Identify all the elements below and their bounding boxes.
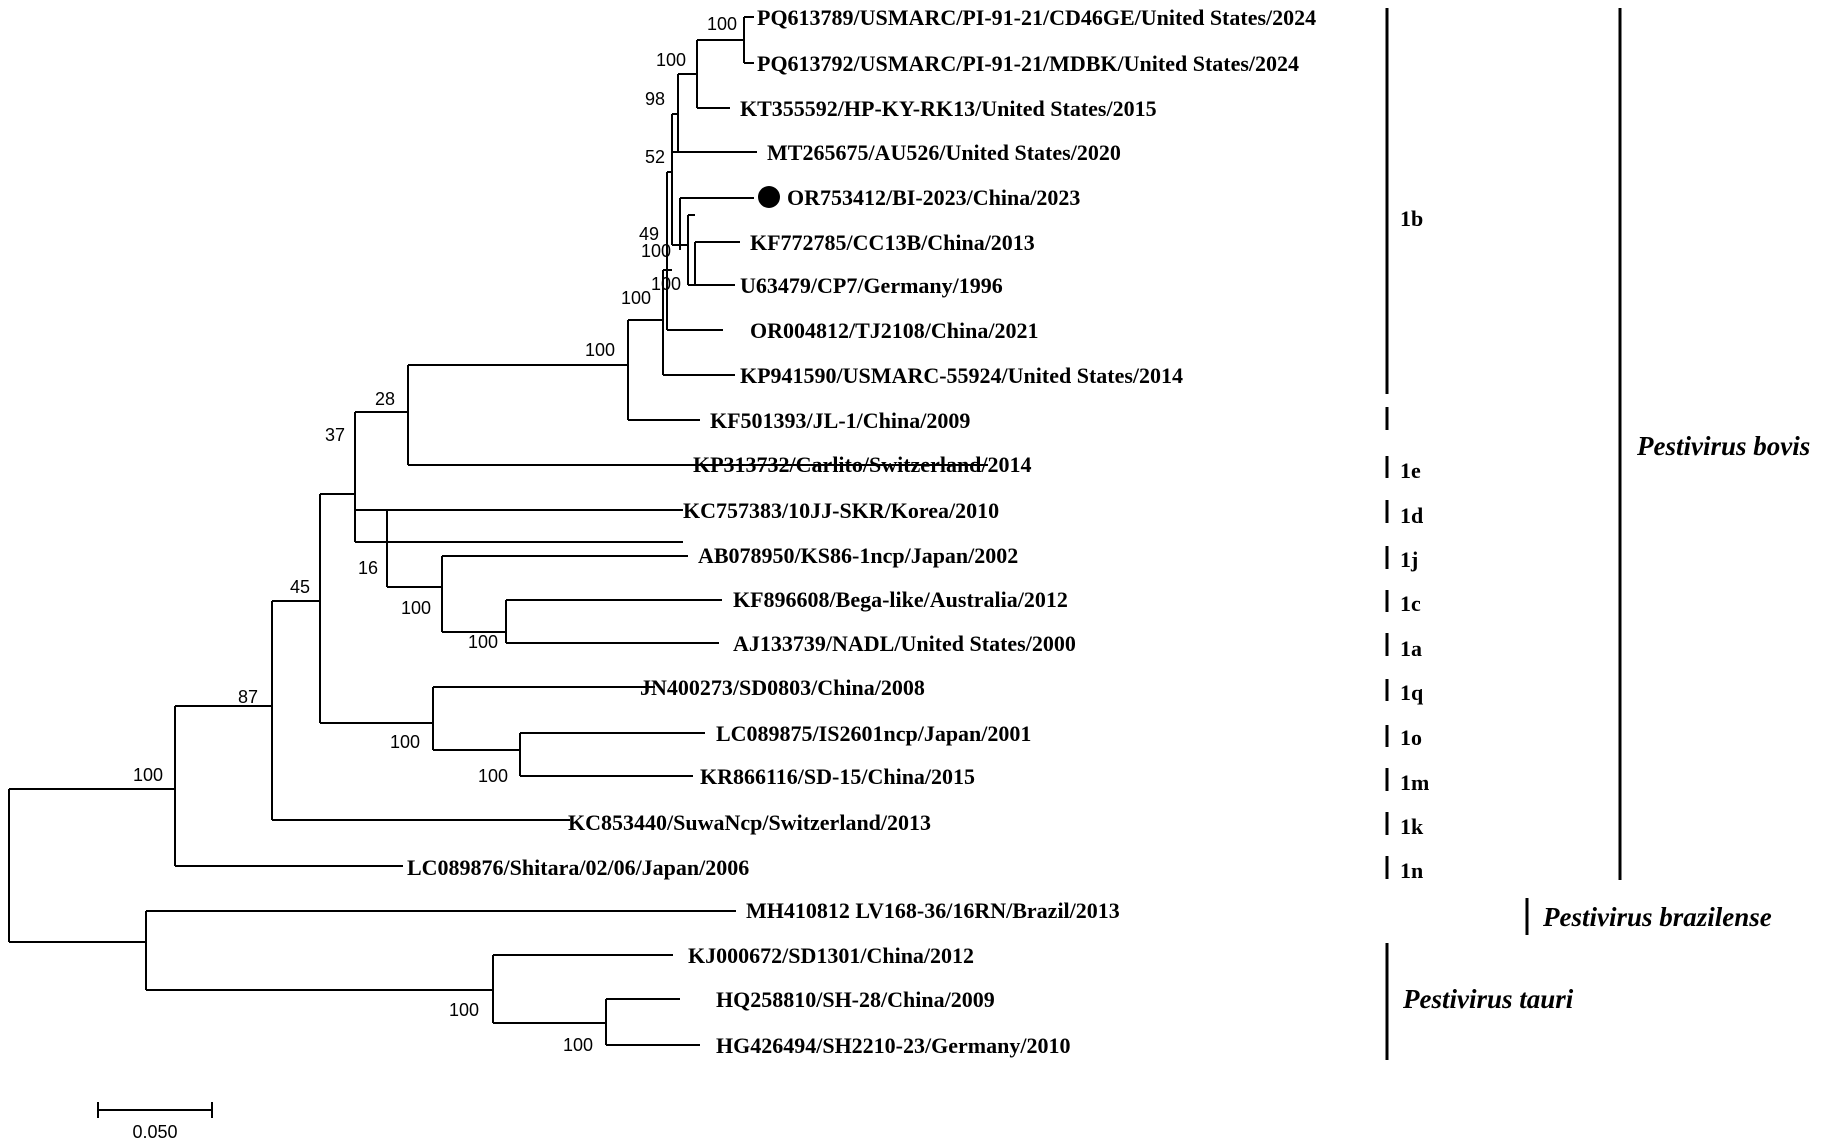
branch-node-37 xyxy=(319,493,433,724)
branch-node-100-o xyxy=(519,732,705,777)
genotype-label: 1d xyxy=(1400,503,1423,528)
leaf-label: KF896608/Bega-like/Australia/2012 xyxy=(733,587,1068,612)
bootstrap-value: 37 xyxy=(325,425,345,445)
scale-bar-line xyxy=(97,1102,213,1118)
bootstrap-value: 100 xyxy=(585,340,615,360)
leaf-label: MT265675/AU526/United States/2020 xyxy=(767,140,1121,165)
bootstrap-value: 100 xyxy=(656,50,686,70)
leaf-label: HQ258810/SH-28/China/2009 xyxy=(716,987,995,1012)
genotype-label: 1j xyxy=(1400,547,1418,572)
branch-node-49 xyxy=(666,171,723,331)
bootstrap-value: 16 xyxy=(358,558,378,578)
genotype-label: 1k xyxy=(1400,814,1424,839)
highlight-dot-marker xyxy=(758,186,780,208)
leaf-label: OR753412/BI-2023/China/2023 xyxy=(787,185,1080,210)
leaf-label: KF501393/JL-1/China/2009 xyxy=(710,408,970,433)
genotype-label: 1n xyxy=(1400,858,1423,883)
leaf-label: KR866116/SD-15/China/2015 xyxy=(700,764,975,789)
bootstrap-value: 28 xyxy=(375,389,395,409)
leaf-label: KP313732/Carlito/Switzerland/2014 xyxy=(693,452,1032,477)
branch-node-100-c1 xyxy=(442,599,722,644)
leaf-label: LC089876/Shitara/02/06/Japan/2006 xyxy=(407,855,749,880)
branch-node-28 xyxy=(354,411,683,543)
bootstrap-value: 52 xyxy=(645,147,665,167)
genotype-label: 1m xyxy=(1400,770,1429,795)
scale-bar: 0.050 xyxy=(97,1102,213,1142)
bootstrap-value: 100 xyxy=(563,1035,593,1055)
branch-root xyxy=(8,788,175,943)
bootstrap-value: 100 xyxy=(707,14,737,34)
bootstrap-value: 100 xyxy=(651,274,681,294)
branch-node-45 xyxy=(271,600,570,821)
bootstrap-value: 100 xyxy=(449,1000,479,1020)
branch-node-100-kf772785 xyxy=(694,241,740,286)
leaf-label: LC089875/IS2601ncp/Japan/2001 xyxy=(716,721,1031,746)
bootstrap-value: 100 xyxy=(478,766,508,786)
leaf-label: PQ613792/USMARC/PI-91-21/MDBK/United Sta… xyxy=(757,51,1299,76)
leaf-label: MH410812 LV168-36/16RN/Brazil/2013 xyxy=(746,898,1120,923)
leaf-label: U63479/CP7/Germany/1996 xyxy=(740,273,1003,298)
branch-node-100-a xyxy=(407,364,988,466)
species-label-tauri: Pestivirus tauri xyxy=(1402,984,1574,1014)
bootstrap-value: 100 xyxy=(641,241,671,261)
bootstrap-value: 49 xyxy=(639,224,659,244)
genotype-label: 1b xyxy=(1400,206,1423,231)
branch-node-100-q xyxy=(432,686,655,751)
bootstrap-value: 100 xyxy=(468,632,498,652)
leaf-labels: PQ613789/USMARC/PI-91-21/CD46GE/United S… xyxy=(407,5,1316,1058)
bootstrap-value: 100 xyxy=(401,598,431,618)
branch-node-100-or753412 xyxy=(679,197,754,250)
bootstrap-value: 45 xyxy=(290,577,310,597)
genotype-label: 1e xyxy=(1400,458,1421,483)
leaf-label: JN400273/SD0803/China/2008 xyxy=(640,675,925,700)
genotype-label: 1q xyxy=(1400,680,1424,705)
bootstrap-value: 100 xyxy=(621,288,651,308)
bootstrap-values: 100 100 98 52 49 100 100 100 100 28 37 1… xyxy=(133,14,737,1055)
branch-node-16 xyxy=(355,509,683,587)
leaf-label: AJ133739/NADL/United States/2000 xyxy=(733,631,1076,656)
leaf-label: PQ613789/USMARC/PI-91-21/CD46GE/United S… xyxy=(757,5,1316,30)
species-label-brazilense: Pestivirus brazilense xyxy=(1542,902,1772,932)
genotype-labels: 1b 1e 1d 1j 1c 1a 1q 1o 1m 1k 1n xyxy=(1400,206,1429,883)
branch-node-98b xyxy=(677,73,757,153)
leaf-label: KF772785/CC13B/China/2013 xyxy=(750,230,1035,255)
tree-branches xyxy=(8,16,988,1046)
branch-node-100-top xyxy=(696,39,744,109)
bootstrap-value: 98 xyxy=(645,89,665,109)
branch-node-87 xyxy=(174,705,403,867)
leaf-label: AB078950/KS86-1ncp/Japan/2002 xyxy=(698,543,1018,568)
leaf-label: KC757383/10JJ-SKR/Korea/2010 xyxy=(683,498,999,523)
bootstrap-value: 100 xyxy=(133,765,163,785)
species-label-bovis: Pestivirus bovis xyxy=(1636,431,1810,461)
branch-node-52 xyxy=(671,114,757,246)
branch-node-100-b xyxy=(627,319,700,421)
scale-bar-label: 0.050 xyxy=(132,1122,177,1142)
leaf-label: HG426494/SH2210-23/Germany/2010 xyxy=(716,1033,1070,1058)
leaf-label: OR004812/TJ2108/China/2021 xyxy=(750,318,1038,343)
genotype-label: 1o xyxy=(1400,725,1422,750)
species-groups: Pestivirus bovis Pestivirus brazilense P… xyxy=(1385,8,1810,1060)
leaf-label: KJ000672/SD1301/China/2012 xyxy=(688,943,974,968)
branch-node-100-tip xyxy=(743,16,754,64)
branch-node-100-tauri-b xyxy=(605,998,700,1046)
branch-node-100-tauri xyxy=(492,954,673,1024)
genotype-label: 1a xyxy=(1400,636,1422,661)
leaf-label: KC853440/SuwaNcp/Switzerland/2013 xyxy=(568,810,931,835)
bootstrap-value: 87 xyxy=(238,687,258,707)
genotype-label: 1c xyxy=(1400,591,1421,616)
bootstrap-value: 100 xyxy=(390,732,420,752)
leaf-label: KT355592/HP-KY-RK13/United States/2015 xyxy=(740,96,1157,121)
branch-node-brazil-tauri xyxy=(145,910,736,991)
leaf-label: KP941590/USMARC-55924/United States/2014 xyxy=(740,363,1183,388)
branch-node-16b xyxy=(387,555,688,632)
